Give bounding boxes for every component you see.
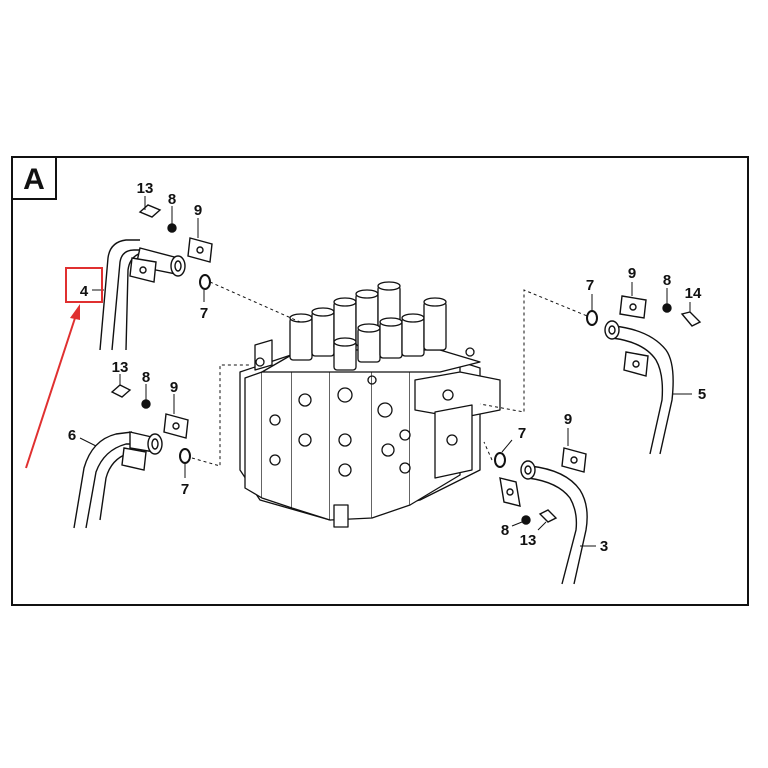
split-flange-half [121, 447, 147, 471]
callout-labels: 4 13 8 9 7 13 8 9 6 7 7 9 8 14 5 9 7 8 1… [68, 180, 706, 555]
split-flange-half [623, 351, 649, 377]
callout-7: 7 [586, 277, 594, 294]
callout-13: 13 [520, 532, 537, 549]
split-flange-half [561, 447, 587, 473]
hose-4-assembly [99, 204, 213, 351]
callout-3: 3 [600, 538, 608, 555]
callout-6: 6 [68, 427, 76, 444]
split-flange-half [187, 237, 213, 263]
bolt-13 [138, 204, 162, 218]
callout-9: 9 [194, 202, 202, 219]
callout-13: 13 [137, 180, 154, 197]
o-ring-7 [586, 310, 598, 326]
washer-8 [141, 399, 151, 409]
highlight-arrow [25, 304, 80, 469]
callout-7: 7 [181, 481, 189, 498]
hose-4-flange [170, 255, 186, 277]
panel-label-box: A [11, 156, 57, 200]
callout-7: 7 [200, 305, 208, 322]
callout-8: 8 [142, 369, 150, 386]
split-flange-half [619, 295, 647, 319]
washer-8 [662, 303, 672, 313]
hose-5-flange [604, 320, 620, 340]
hose-3-assembly [494, 447, 588, 585]
split-flange-half [499, 477, 521, 507]
hose-5-assembly [586, 295, 702, 455]
hose-3-flange [520, 460, 536, 480]
hose-3 [529, 465, 588, 585]
hose-6 [73, 431, 133, 529]
callout-7: 7 [518, 425, 526, 442]
o-ring-7 [494, 452, 506, 468]
hose-4 [99, 239, 140, 351]
assembly-leader-lines [191, 281, 593, 467]
bolt-13 [110, 384, 132, 398]
split-flange-half [163, 413, 189, 439]
bolt-14 [680, 311, 702, 327]
callout-4: 4 [80, 283, 89, 300]
callout-9: 9 [628, 265, 636, 282]
callout-9: 9 [170, 379, 178, 396]
bolt-13 [538, 509, 558, 523]
washer-8 [521, 515, 531, 525]
hose-6-assembly [73, 384, 191, 529]
callout-9: 9 [564, 411, 572, 428]
o-ring-7 [199, 274, 211, 290]
callout-8: 8 [168, 191, 176, 208]
control-valve-assembly [239, 281, 501, 528]
hose-6-flange [147, 433, 163, 455]
callout-13: 13 [112, 359, 129, 376]
callout-5: 5 [698, 386, 706, 403]
callout-leaders [79, 196, 692, 547]
hose-5 [613, 325, 674, 455]
diagram-frame [11, 156, 749, 606]
callout-8: 8 [501, 522, 509, 539]
callout-14: 14 [685, 285, 702, 302]
o-ring-7 [179, 448, 191, 464]
callout-8: 8 [663, 272, 671, 289]
split-flange-half [129, 257, 157, 283]
panel-label: A [23, 163, 45, 196]
washer-8 [167, 223, 177, 233]
highlight-box [65, 267, 103, 303]
